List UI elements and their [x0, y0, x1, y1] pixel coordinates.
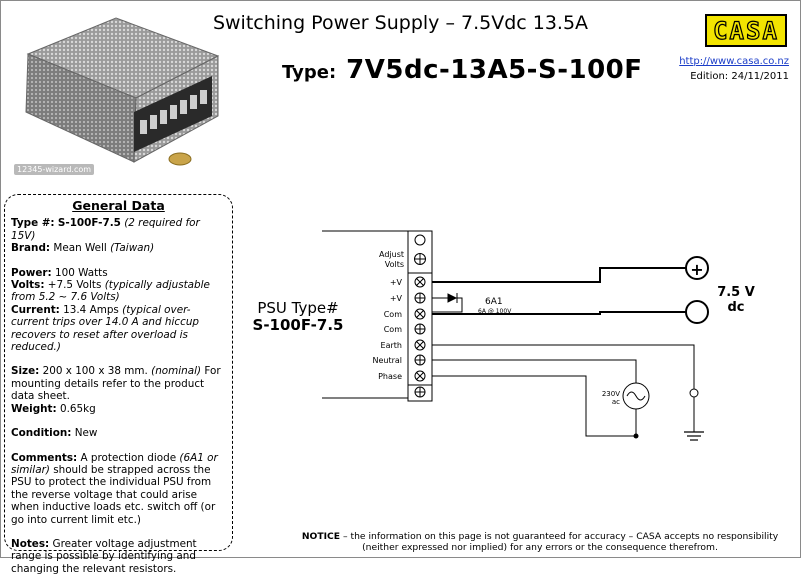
wire-neutral	[432, 359, 637, 383]
current-note: (typical over-current trips over 14.0 A …	[11, 303, 199, 354]
bottom-screw-icon	[414, 386, 426, 398]
diode-rating: 6A @ 100V	[478, 308, 512, 315]
terminal-label-7: Phase	[378, 372, 402, 381]
psu-outline-top	[322, 230, 409, 233]
diode-icon	[447, 293, 458, 303]
notice-key: NOTICE	[301, 531, 341, 542]
comments-key: Comments:	[11, 451, 78, 464]
comments-note: (6A1 or similar)	[11, 451, 218, 476]
wire-positive	[432, 267, 686, 283]
output-voltage: 7.5 V	[717, 285, 755, 300]
ac-label-1: 230V	[602, 390, 620, 398]
type-value: 7V5dc-13A5-S-100F	[346, 55, 643, 85]
terminal-label-6: Neutral	[372, 356, 402, 365]
diode-label: 6A1	[485, 297, 503, 307]
brand-row: Brand: Mean Well (Taiwan)	[11, 242, 226, 254]
website-link[interactable]: http://www.casa.co.nz	[679, 56, 789, 67]
type-line: Type: 7V5dc-13A5-S-100F	[282, 55, 643, 85]
wire-common	[432, 311, 686, 315]
terminal-4: Com	[384, 323, 426, 335]
terminal-1: +V	[390, 276, 426, 288]
size-note: (nominal)	[151, 365, 202, 378]
volts-key: Volts:	[11, 279, 45, 292]
type-val: S-100F-7.5	[57, 217, 121, 230]
size-tail: For mounting details refer to the produc…	[11, 365, 221, 403]
output-unit: dc	[727, 300, 745, 315]
wire-earth	[432, 344, 695, 432]
mount-hole-icon	[414, 234, 426, 246]
comments-a: A protection diode	[80, 451, 177, 464]
earth-ground-icon	[684, 431, 704, 441]
weight-val: 0.65kg	[59, 402, 96, 415]
size-key: Size:	[11, 365, 40, 378]
notes-key: Notes:	[11, 537, 50, 550]
terminal-5: Earth	[381, 339, 426, 351]
earth-node-icon	[689, 388, 699, 398]
notice: NOTICE – the information on this page is…	[295, 531, 785, 553]
wiring-schematic: Adjust Volts +V+VComComEarthNeutralPhase…	[322, 230, 709, 441]
volts-val: +7.5 Volts	[47, 279, 102, 292]
output-plus-terminal	[685, 256, 709, 280]
size-val: 200 x 100 x 38 mm.	[42, 365, 148, 378]
logo-text: CASA	[712, 16, 779, 45]
terminal-label-4: Com	[384, 325, 402, 334]
comments-b: should be strapped across the PSU to pro…	[11, 463, 216, 526]
terminal-3: Com	[384, 308, 426, 320]
casa-logo: CASA	[705, 14, 787, 47]
terminal-label-5: Earth	[381, 341, 402, 350]
size-row: Size: 200 x 100 x 38 mm. (nominal) For m…	[11, 365, 226, 402]
output-plus-sign: +	[690, 260, 703, 279]
type-key: Type #:	[11, 217, 55, 230]
ac-label-2: ac	[612, 398, 620, 406]
comments-row: Comments: A protection diode (6A1 or sim…	[11, 452, 226, 526]
volts-label: Volts	[385, 260, 404, 269]
terminal-label-1: +V	[390, 278, 403, 287]
weight-key: Weight:	[11, 402, 57, 415]
wire-phase	[432, 375, 636, 437]
diode-strap	[432, 297, 463, 313]
adjust-pot-icon	[414, 253, 426, 265]
current-key: Current:	[11, 303, 60, 316]
volts-note: (typically adjustable from 5.2 ~ 7.6 Vol…	[11, 279, 210, 304]
brand-note: (Taiwan)	[110, 242, 155, 255]
edition-date: Edition: 24/11/2011	[690, 71, 789, 82]
terminal-label-3: Com	[384, 310, 402, 319]
general-data-box: General Data Type #: S-100F-7.5 (2 requi…	[4, 194, 233, 575]
brand-key: Brand:	[11, 242, 51, 255]
output-minus-terminal	[685, 300, 709, 324]
weight-row: Weight: 0.65kg	[11, 403, 226, 415]
product-photo	[25, 17, 220, 166]
psu-type-label: PSU Type#	[257, 299, 339, 317]
terminal-6: Neutral	[372, 354, 426, 366]
type-label: Type:	[282, 62, 337, 83]
terminal-7: Phase	[378, 370, 426, 382]
type-note: (2 required for 15V)	[11, 217, 200, 242]
power-row: Power: 100 Watts	[11, 267, 226, 279]
current-row: Current: 13.4 Amps (typical over-current…	[11, 304, 226, 354]
psu-model: S-100F-7.5	[252, 316, 344, 334]
type-row: Type #: S-100F-7.5 (2 required for 15V)	[11, 217, 226, 242]
condition-val: New	[74, 427, 98, 440]
psu-label: PSU Type# S-100F-7.5	[248, 300, 348, 334]
ac-source-icon	[622, 382, 650, 410]
brand-val: Mean Well	[53, 242, 107, 255]
watermark: 12345-wizard.com	[14, 164, 95, 175]
notice-text: – the information on this page is not gu…	[340, 531, 779, 553]
output-label: 7.5 V dc	[704, 285, 768, 315]
volts-row: Volts: +7.5 Volts (typically adjustable …	[11, 279, 226, 304]
power-val: 100 Watts	[55, 266, 108, 279]
condition-row: Condition: New	[11, 427, 226, 439]
terminal-2: +V	[390, 292, 426, 304]
current-val: 13.4 Amps	[63, 303, 119, 316]
page-title: Switching Power Supply – 7.5Vdc 13.5A	[212, 12, 589, 34]
adjust-label: Adjust	[379, 250, 404, 259]
general-data-heading: General Data	[72, 198, 165, 213]
terminal-label-2: +V	[390, 294, 403, 303]
condition-key: Condition:	[11, 427, 72, 440]
power-key: Power:	[11, 266, 52, 279]
